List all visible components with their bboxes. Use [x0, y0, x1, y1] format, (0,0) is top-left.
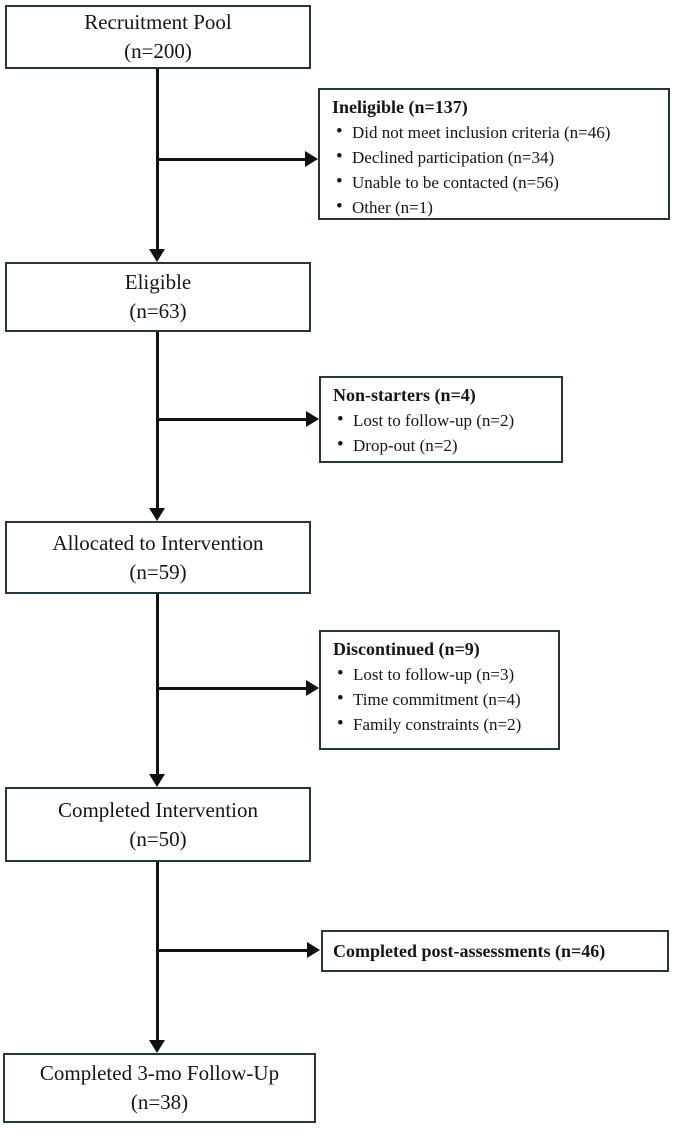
connector-branch-post-assessments [157, 949, 308, 952]
box-title: Eligible [124, 270, 192, 295]
arrow-down-icon [149, 508, 165, 521]
side-box-item: Did not meet inclusion criteria (n=46) [332, 119, 658, 145]
side-box-ineligible: Ineligible (n=137) Did not meet inclusio… [318, 88, 670, 220]
box-title: Completed 3-mo Follow-Up [39, 1061, 280, 1086]
side-box-item: Lost to follow-up (n=2) [333, 407, 551, 433]
side-box-non-starters: Non-starters (n=4) Lost to follow-up (n=… [319, 376, 563, 463]
box-title: Recruitment Pool [84, 10, 232, 35]
side-box-post-assessments: Completed post-assessments (n=46) [321, 930, 669, 972]
side-box-header: Completed post-assessments (n=46) [333, 940, 606, 961]
box-count: (n=63) [129, 299, 187, 323]
box-count: (n=59) [129, 559, 187, 584]
arrow-right-icon [306, 680, 319, 696]
side-box-item: Time commitment (n=4) [333, 686, 548, 712]
side-box-list: Did not meet inclusion criteria (n=46) D… [332, 119, 658, 220]
side-box-item: Drop-out (n=2) [333, 432, 551, 458]
arrow-down-icon [149, 1040, 165, 1053]
connector-branch-non-starters [157, 418, 307, 421]
arrow-right-icon [307, 942, 320, 958]
box-count: (n=38) [130, 1090, 189, 1114]
flow-box-recruitment-pool: Recruitment Pool (n=200) [5, 5, 311, 69]
box-count: (n=200) [124, 39, 192, 63]
side-box-item: Other (n=1) [332, 194, 658, 220]
side-box-item: Unable to be contacted (n=56) [332, 169, 658, 195]
flow-box-completed-followup: Completed 3-mo Follow-Up (n=38) [3, 1053, 316, 1123]
side-box-list: Lost to follow-up (n=3) Time commitment … [333, 661, 548, 737]
arrow-down-icon [149, 249, 165, 262]
side-box-discontinued: Discontinued (n=9) Lost to follow-up (n=… [319, 630, 560, 750]
side-box-item: Declined participation (n=34) [332, 144, 658, 170]
side-box-list: Lost to follow-up (n=2) Drop-out (n=2) [333, 407, 551, 458]
side-box-item: Lost to follow-up (n=3) [333, 661, 548, 687]
flow-box-completed-intervention: Completed Intervention (n=50) [5, 787, 311, 862]
side-box-header: Ineligible (n=137) [332, 97, 468, 117]
arrow-right-icon [305, 151, 318, 167]
connector-line-allocated-to-completed [156, 594, 159, 775]
side-box-item: Family constraints (n=2) [333, 711, 548, 737]
box-title: Allocated to Intervention [52, 530, 264, 555]
arrow-right-icon [306, 411, 319, 427]
side-box-header: Discontinued (n=9) [333, 639, 480, 659]
side-box-header: Non-starters (n=4) [333, 385, 476, 405]
flow-box-allocated-to-intervention: Allocated to Intervention (n=59) [5, 521, 311, 594]
connector-branch-ineligible [157, 158, 306, 161]
box-count: (n=50) [129, 826, 187, 851]
arrow-down-icon [149, 774, 165, 787]
box-title: Completed Intervention [57, 797, 259, 822]
flow-box-eligible: Eligible (n=63) [5, 262, 311, 332]
connector-branch-discontinued [157, 687, 307, 690]
